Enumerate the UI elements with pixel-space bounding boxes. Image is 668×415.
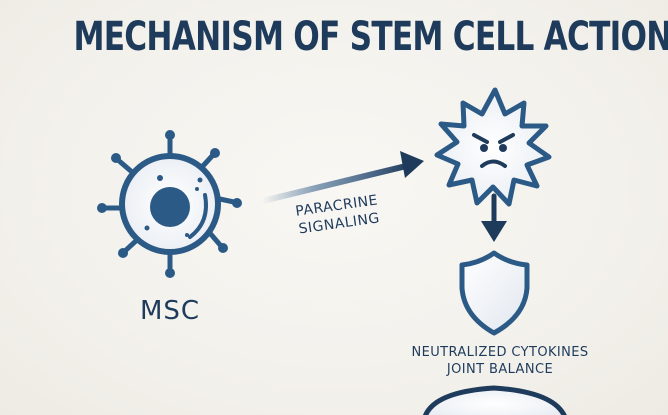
joint-dome [423,385,567,415]
outcome-label: NEUTRALIZED CYTOKINES JOINT BALANCE [380,344,620,378]
outcome-line-2: JOINT BALANCE [446,362,554,377]
stem-cell-icon [97,130,242,278]
angry-inflamed-cell-icon [434,87,552,207]
outcome-line-1: NEUTRALIZED CYTOKINES [411,345,589,360]
paracrine-arrow [262,151,424,204]
down-arrow [481,193,507,242]
msc-label: MSC [139,296,201,326]
page-title: MECHANISM OF STEM CELL ACTION [73,14,668,60]
shield-icon [459,250,530,336]
